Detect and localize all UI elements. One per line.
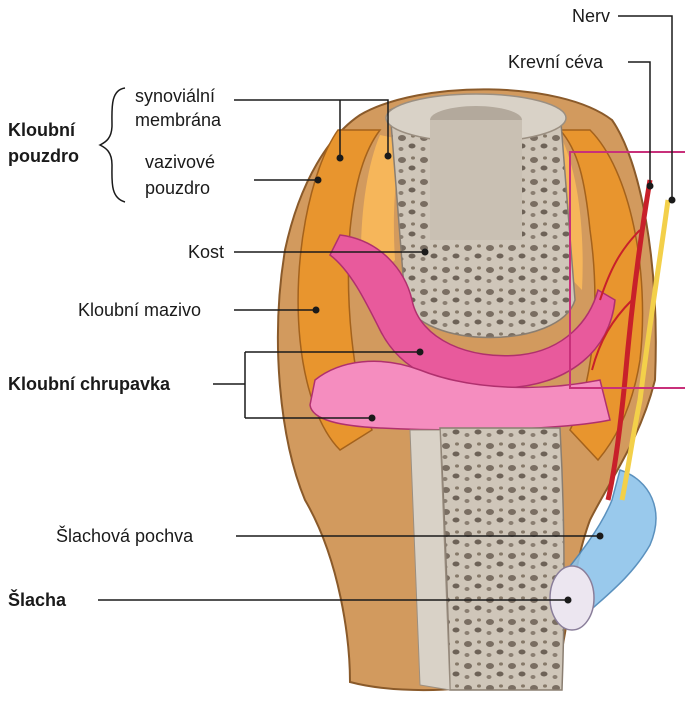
capsule-brace <box>100 88 125 202</box>
label-nerv: Nerv <box>572 6 610 26</box>
label-kloubni-pouzdro-1: Kloubní <box>8 120 75 140</box>
label-slacha: Šlacha <box>8 590 66 610</box>
label-vazivove-1: vazivové <box>145 152 215 172</box>
tendon <box>550 566 594 630</box>
marrow-channel <box>430 120 522 240</box>
label-vazivove-2: pouzdro <box>145 178 210 198</box>
label-kost: Kost <box>188 242 224 262</box>
label-slachova-pochva: Šlachová pochva <box>56 526 193 546</box>
label-synovialni-2: membrána <box>135 110 221 130</box>
label-kloubni-chrupavka: Kloubní chrupavka <box>8 374 170 394</box>
label-kloubni-pouzdro-2: pouzdro <box>8 146 79 166</box>
label-krevni-ceva: Krevní céva <box>508 52 603 72</box>
label-synovialni-1: synoviální <box>135 86 215 106</box>
lower-bone <box>440 428 564 690</box>
label-kloubni-mazivo: Kloubní mazivo <box>78 300 201 320</box>
